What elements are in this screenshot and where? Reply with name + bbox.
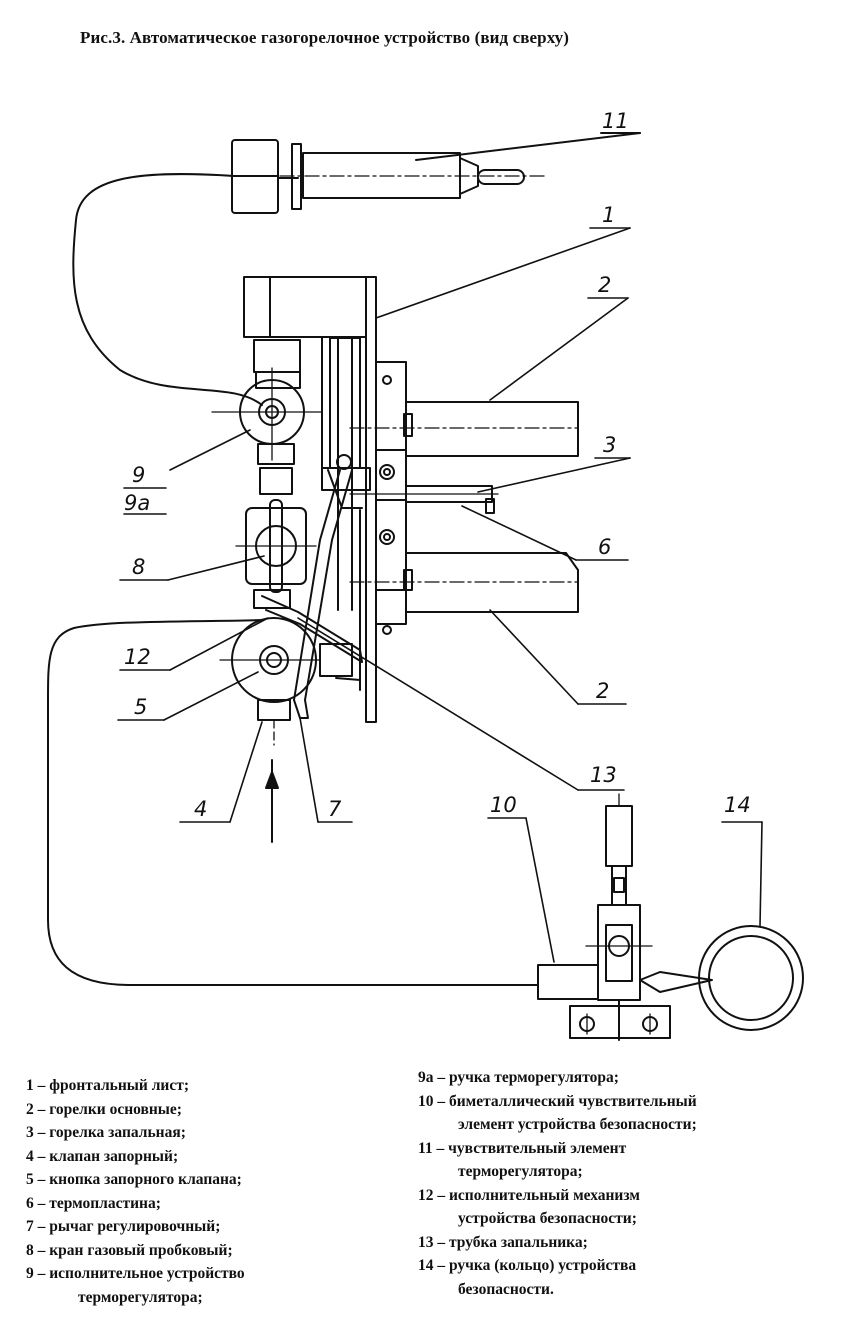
legend-item-14: 14 – ручка (кольцо) устройства: [418, 1257, 637, 1274]
safety-actuator-linkage: [261, 454, 371, 719]
figure-title: Рис.3. Автоматическое газогорелочное уст…: [80, 28, 570, 47]
thermostat-housing: [243, 276, 377, 723]
callout-12: 12: [124, 645, 151, 669]
callout-9: 9: [132, 463, 145, 487]
legend-item-1: 1 – фронтальный лист;: [26, 1077, 189, 1094]
mounting-bracket: [569, 999, 671, 1041]
legend-item-7: 7 – рычаг регулировочный;: [26, 1218, 221, 1235]
callout-5: 5: [134, 695, 147, 719]
legend-item-10-cont: элемент устройства безопасности;: [458, 1116, 697, 1133]
legend-item-9-cont: терморегулятора;: [78, 1288, 203, 1306]
leader-lines: [117, 227, 763, 963]
callout-11: 11: [602, 109, 629, 133]
bimetal-sensing-element: [537, 964, 713, 1000]
legend-item-13: 13 – трубка запальника;: [418, 1233, 588, 1251]
legend-item-4: 4 – клапан запорный;: [26, 1147, 179, 1165]
callout-13: 13: [590, 763, 617, 787]
capillary-tube-thermostat: [72, 173, 263, 406]
pilot-burner: [349, 485, 499, 514]
legend-item-11: 11 – чувствительный элемент: [418, 1139, 627, 1157]
legend-item-2: 2 – горелки основные;: [26, 1100, 182, 1118]
callout-6: 6: [598, 535, 611, 559]
callout-9a: 9а: [124, 491, 150, 515]
callout-3: 3: [603, 433, 616, 457]
shut-off-valve: [219, 617, 321, 746]
safety-ring-handle: [698, 925, 804, 1031]
legend-item-9: 9 – исполнительное устройство: [26, 1265, 245, 1282]
main-burner-lower: [349, 552, 579, 613]
legend-item-11-cont: терморегулятора;: [458, 1163, 583, 1180]
legend-item-8: 8 – кран газовый пробковый;: [26, 1241, 233, 1259]
callout-4: 4: [194, 797, 207, 821]
direction-arrow: [265, 759, 279, 843]
callout-8: 8: [132, 555, 145, 579]
pilot-tube-assembly: [585, 793, 653, 1001]
gas-plug-cock: [235, 499, 317, 609]
legend-item-14-cont: безопасности.: [458, 1280, 554, 1298]
callout-14: 14: [724, 793, 751, 817]
callout-1: 1: [602, 203, 615, 227]
legend-item-5: 5 – кнопка запорного клапана;: [26, 1171, 242, 1188]
thermostat-sensing-element: [229, 132, 641, 214]
thermostat-actuator: [211, 367, 323, 495]
capillary-tube-safety: [47, 619, 539, 986]
legend-item-10: 10 – биметаллический чувствительный: [418, 1092, 697, 1110]
legend-item-12-cont: устройства безопасности;: [458, 1210, 637, 1227]
main-burner-upper: [349, 401, 579, 457]
callout-2-upper: 2: [598, 273, 611, 297]
legend-item-12: 12 – исполнительный механизм: [418, 1186, 640, 1204]
callout-10: 10: [490, 793, 517, 817]
callout-7: 7: [328, 797, 342, 821]
legend-item-9a: 9а – ручка терморегулятора;: [418, 1069, 619, 1086]
legend-right: 9а – ручка терморегулятора; 10 – биметал…: [418, 1066, 697, 1301]
front-sheet: [375, 361, 407, 635]
callout-2-lower: 2: [596, 679, 609, 703]
legend-left: 1 – фронтальный лист; 2 – горелки основн…: [26, 1074, 245, 1309]
legend-item-6: 6 – термопластина;: [26, 1194, 161, 1212]
legend-item-3: 3 – горелка запальная;: [26, 1124, 186, 1141]
